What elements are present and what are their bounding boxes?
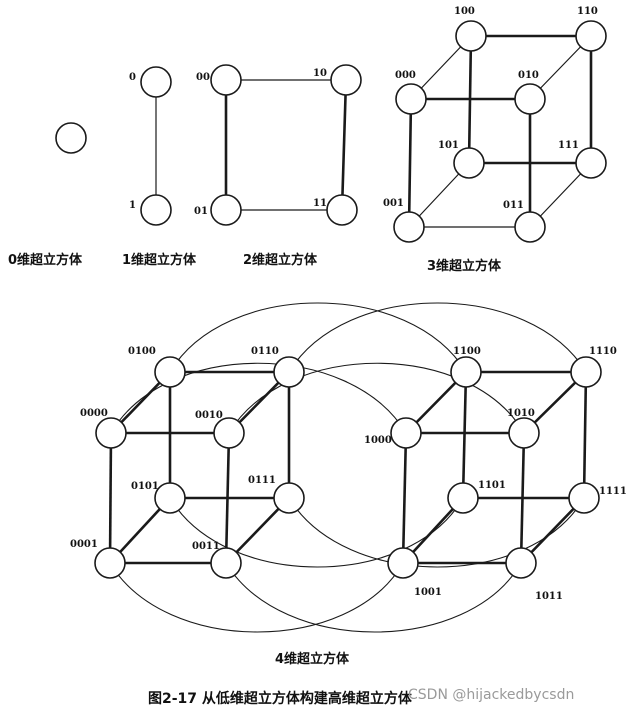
- label-d3-001: 001: [383, 198, 404, 209]
- label-0001: 0001: [70, 539, 98, 550]
- label-1110: 1110: [589, 346, 617, 357]
- node-0100: [154, 356, 186, 388]
- label-1011: 1011: [535, 591, 563, 602]
- node-d3-110: [575, 20, 607, 52]
- edge-1000-1001: [401, 432, 408, 564]
- label-1001: 1001: [414, 587, 442, 598]
- edge-d3-000-001: [407, 98, 413, 228]
- label-d3-101: 101: [438, 140, 459, 151]
- node-d3-111: [575, 147, 607, 179]
- caption-dim0: 0维超立方体: [8, 252, 83, 268]
- node-1110: [570, 356, 602, 388]
- label-d3-010: 010: [518, 70, 539, 81]
- node-d3-000: [395, 83, 427, 115]
- hypercube-1d: 0 1: [129, 66, 172, 226]
- label-0101: 0101: [131, 481, 159, 492]
- arc-0111-1111: [288, 497, 585, 568]
- label-d3-100: 100: [454, 6, 475, 17]
- arc-0011-1011: [225, 562, 522, 633]
- arc-0100-1100: [169, 302, 467, 373]
- arc-0000-1000: [110, 362, 407, 434]
- node-0010: [213, 417, 245, 449]
- node-1011: [505, 547, 537, 579]
- caption-dim4: 4维超立方体: [275, 651, 350, 667]
- label-1000: 1000: [364, 435, 392, 446]
- edge-0000-0001: [108, 432, 113, 564]
- label-d1-1: 1: [129, 200, 136, 211]
- edge-1100-1101: [461, 371, 468, 499]
- cube-4d-left: [108, 370, 291, 565]
- node-1010: [508, 417, 540, 449]
- node-1000: [390, 417, 422, 449]
- node-d2-00: [210, 64, 242, 96]
- watermark: CSDN @hijackedbycsdn: [408, 687, 574, 703]
- label-d3-011: 011: [503, 200, 524, 211]
- label-d1-0: 0: [129, 72, 136, 83]
- node-d3-010: [514, 83, 546, 115]
- node-1111: [568, 482, 600, 514]
- edge-0010-0011: [224, 432, 231, 564]
- label-0011: 0011: [192, 541, 220, 552]
- node-d2-11: [326, 194, 358, 226]
- node-1100: [450, 356, 482, 388]
- label-0000: 0000: [80, 408, 108, 419]
- node-0001: [94, 547, 126, 579]
- label-d3-111: 111: [558, 140, 579, 151]
- hypercube-4d: 0100 0110 0000 0010 0101 0111 0001 0011 …: [70, 302, 627, 633]
- node-d3-101: [453, 147, 485, 179]
- node-d0: [55, 122, 87, 154]
- label-d2-01: 01: [194, 206, 208, 217]
- label-1101: 1101: [478, 480, 506, 491]
- figure-title: 图2-17 从低维超立方体构建高维超立方体: [148, 690, 413, 707]
- node-d2-01: [210, 194, 242, 226]
- label-0111: 0111: [248, 475, 276, 486]
- node-1001: [387, 547, 419, 579]
- caption-dim2: 2维超立方体: [243, 252, 318, 268]
- hypercube-0d: [55, 122, 87, 154]
- label-d3-000: 000: [395, 70, 416, 81]
- label-d2-11: 11: [313, 198, 327, 209]
- edge-d2-right: [340, 79, 348, 211]
- node-0000: [95, 417, 127, 449]
- node-d3-100: [455, 20, 487, 52]
- label-1111: 1111: [599, 486, 627, 497]
- hypercube-3d: 100 110 000 010 101 111 001 011: [383, 6, 607, 243]
- arc-0010-1010: [228, 362, 525, 434]
- node-d1-0: [140, 66, 172, 98]
- node-d3-001: [393, 211, 425, 243]
- edge-1010-1011: [519, 432, 526, 564]
- node-d2-10: [330, 64, 362, 96]
- node-0111: [273, 482, 305, 514]
- caption-dim1: 1维超立方体: [122, 252, 197, 268]
- label-1100: 1100: [453, 346, 481, 357]
- label-d2-10: 10: [313, 68, 327, 79]
- edge-1110-1111: [582, 371, 588, 499]
- label-d3-110: 110: [577, 6, 598, 17]
- node-d3-011: [514, 211, 546, 243]
- caption-dim3: 3维超立方体: [427, 258, 502, 274]
- cube-4d-right: [401, 370, 588, 565]
- arc-0110-1110: [288, 302, 587, 373]
- node-0011: [210, 547, 242, 579]
- node-1101: [447, 482, 479, 514]
- label-1010: 1010: [507, 408, 535, 419]
- node-0101: [154, 482, 186, 514]
- arc-0001-1001: [109, 562, 404, 633]
- inter-cube-arcs: [109, 302, 587, 633]
- label-d2-00: 00: [196, 72, 210, 83]
- hypercube-2d: 00 10 01 11: [194, 64, 362, 226]
- node-0110: [273, 356, 305, 388]
- label-0100: 0100: [128, 346, 156, 357]
- node-d1-1: [140, 194, 172, 226]
- label-0110: 0110: [251, 346, 279, 357]
- label-0010: 0010: [195, 410, 223, 421]
